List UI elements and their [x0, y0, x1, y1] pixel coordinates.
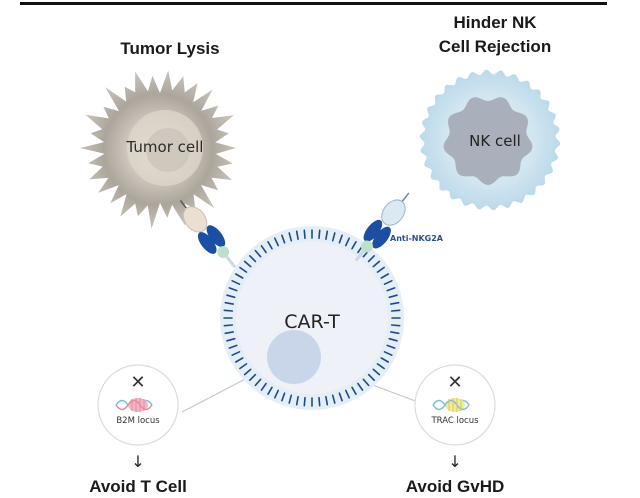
membrane-lipid — [243, 368, 252, 376]
membrane-lipid — [344, 237, 351, 247]
membrane-lipid — [226, 337, 236, 342]
label-tumor-cell: Tumor cell — [126, 138, 204, 156]
knockout-x-icon-b2m: ✕ — [130, 372, 146, 393]
membrane-lipid — [383, 279, 393, 286]
label-b2m-locus: B2M locus — [116, 416, 160, 426]
membrane-lipid — [288, 232, 293, 242]
membrane-lipid — [267, 241, 273, 250]
membrane-lipid — [383, 350, 393, 357]
membrane-lipid — [239, 363, 248, 370]
b2m-knockout — [97, 364, 179, 446]
membrane-lipid — [338, 234, 343, 244]
title-hinder-nk-line1: Hinder NK — [453, 13, 537, 32]
membrane-lipid — [295, 230, 299, 240]
arrow-down-icon-trac: ↓ — [448, 452, 462, 471]
car-receptor — [179, 200, 237, 268]
membrane-lipid — [388, 337, 398, 342]
membrane-lipid — [249, 255, 257, 263]
label-car-t: CAR-T — [284, 311, 340, 333]
membrane-lipid — [223, 324, 234, 327]
membrane-lipid — [231, 350, 241, 357]
membrane-lipid — [226, 294, 236, 299]
membrane-lipid — [344, 389, 351, 399]
nk-cell-nucleus — [443, 97, 533, 185]
nk-cell — [419, 69, 561, 211]
membrane-lipid — [239, 266, 248, 273]
membrane-lipid — [224, 301, 234, 305]
membrane-lipid — [362, 378, 370, 387]
membrane-lipid — [380, 357, 390, 363]
label-nk-cell: NK cell — [469, 132, 521, 150]
membrane-lipid — [295, 395, 299, 406]
arrow-down-icon-b2m: ↓ — [131, 452, 145, 471]
title-tumor-lysis: Tumor Lysis — [120, 39, 220, 58]
membrane-lipid — [367, 255, 376, 263]
membrane-lipid — [386, 287, 396, 292]
membrane-lipid — [303, 396, 306, 407]
dna-icon-b2m — [115, 398, 153, 412]
title-hinder-nk-line2: Cell Rejection — [438, 37, 552, 56]
membrane-lipid — [331, 232, 336, 242]
label-anti-nkg2a: Anti-NKG2A — [390, 234, 443, 243]
membrane-lipid — [228, 287, 238, 292]
membrane-lipid — [367, 373, 376, 382]
membrane-lipid — [303, 229, 306, 240]
membrane-lipid — [288, 394, 293, 404]
knockout-x-icon-trac: ✕ — [447, 372, 463, 393]
membrane-lipid — [243, 260, 252, 268]
anti-nkg2a-receptor — [354, 192, 410, 262]
membrane-lipid — [376, 266, 385, 273]
label-trac-locus: TRAC locus — [431, 416, 479, 426]
membrane-lipid — [260, 382, 267, 391]
membrane-lipid — [351, 241, 357, 250]
membrane-lipid — [224, 331, 234, 335]
car-t-membrane — [223, 229, 401, 407]
membrane-lipid — [318, 396, 321, 407]
membrane-lipid — [351, 386, 357, 396]
membrane-lipid — [235, 273, 244, 279]
membrane-lipid — [281, 234, 286, 244]
membrane-lipid — [390, 324, 401, 327]
membrane-lipid — [357, 382, 364, 391]
tumor-cell — [80, 70, 236, 229]
title-avoid-t-cell: Avoid T Cell — [89, 477, 187, 496]
membrane-lipid — [281, 392, 286, 402]
membrane-lipid — [376, 363, 385, 370]
car-t-nucleus — [267, 330, 321, 384]
membrane-lipid — [331, 394, 336, 404]
dna-icon-trac — [432, 398, 470, 412]
membrane-lipid — [235, 357, 244, 363]
membrane-lipid — [325, 230, 329, 240]
membrane-lipid — [325, 395, 329, 406]
top-rule — [20, 2, 607, 5]
membrane-lipid — [228, 344, 238, 349]
membrane-lipid — [231, 279, 241, 286]
membrane-lipid — [223, 309, 234, 312]
membrane-lipid — [254, 378, 262, 387]
membrane-lipid — [390, 309, 401, 312]
membrane-lipid — [260, 245, 267, 254]
membrane-lipid — [388, 294, 398, 299]
membrane-lipid — [254, 249, 262, 258]
membrane-lipid — [338, 392, 343, 402]
membrane-lipid — [273, 389, 280, 399]
membrane-lipid — [372, 368, 381, 376]
membrane-lipid — [372, 260, 381, 268]
membrane-lipid — [380, 273, 390, 279]
membrane-lipid — [249, 373, 257, 382]
membrane-lipid — [318, 229, 321, 240]
membrane-lipid — [389, 301, 400, 305]
car-t-cell — [220, 226, 404, 410]
title-avoid-gvhd: Avoid GvHD — [405, 477, 505, 496]
membrane-lipid — [273, 237, 280, 247]
membrane-lipid — [386, 344, 396, 349]
membrane-lipid — [389, 331, 400, 335]
trac-knockout — [414, 364, 496, 446]
membrane-lipid — [267, 386, 273, 396]
